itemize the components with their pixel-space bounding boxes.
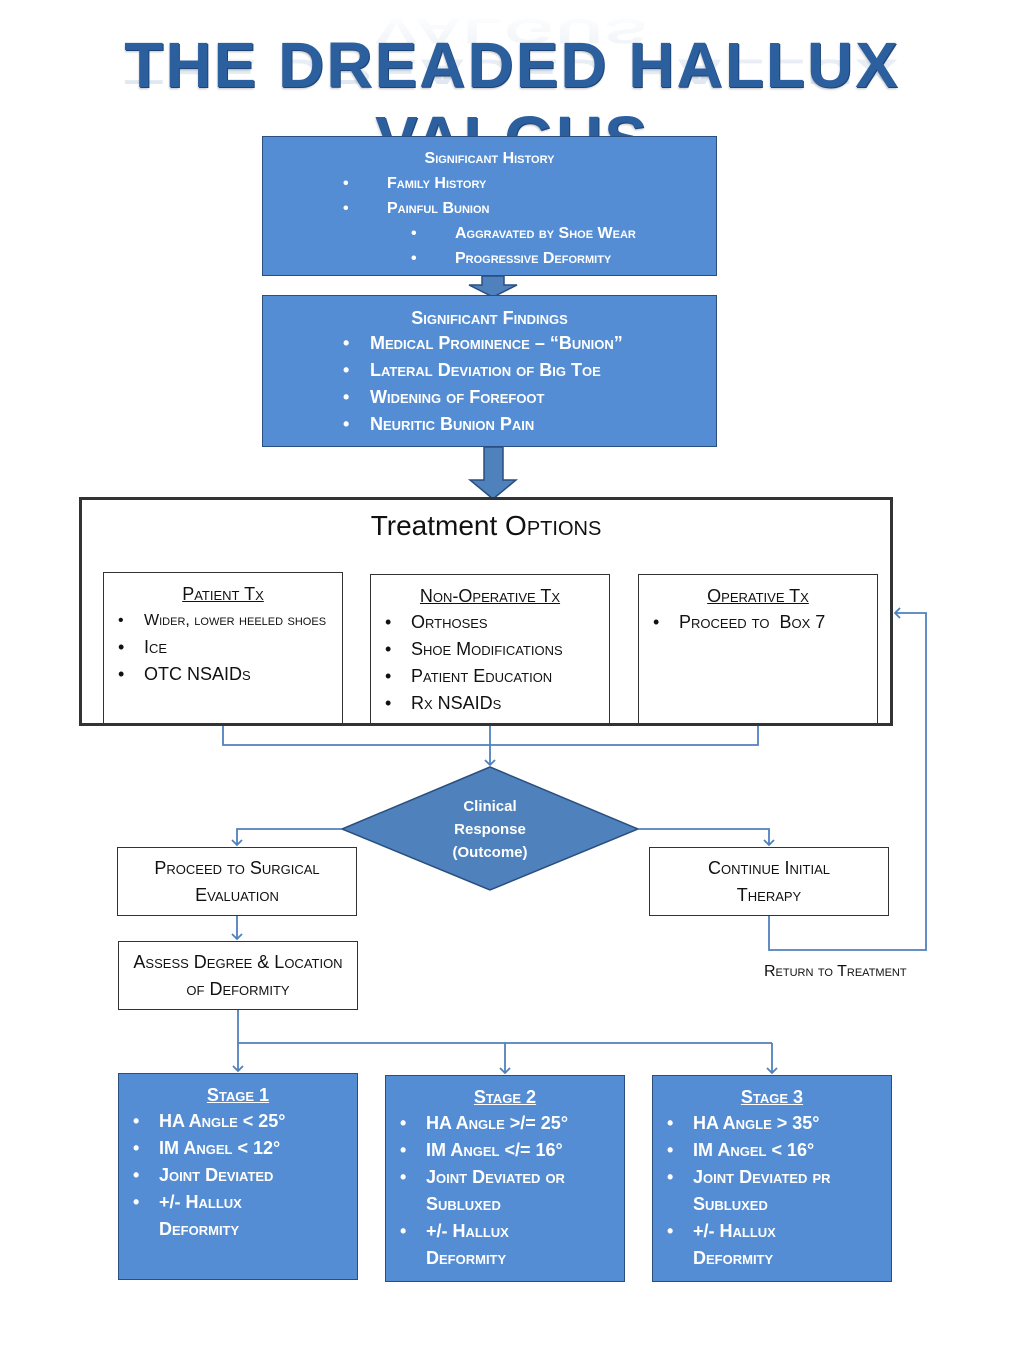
findings-item: Widening of Forefoot [263, 384, 716, 411]
non-operative-tx-box: Non-Operative Tx Orthoses Shoe Modificat… [370, 574, 610, 724]
proceed-to-surgical-evaluation-box: Proceed to Surgical Evaluation [117, 847, 357, 916]
operative-tx-box: Operative Tx Proceed to Box 7 [638, 574, 878, 724]
history-heading: Significant History [424, 150, 555, 167]
return-to-treatment-label: Return to Treatment [764, 963, 907, 980]
non-operative-tx-heading: Non-Operative Tx [419, 586, 561, 606]
patient-tx-item: Ice [104, 634, 342, 661]
clinical-response-line: (Outcome) [452, 844, 528, 861]
connector-decision-continue [638, 828, 775, 847]
connector-return-treatment [768, 607, 927, 951]
stage-heading: Stage 3 [740, 1087, 804, 1107]
stage-2-box: Stage 2 HA Angle >/= 25° IM Angel </= 16… [385, 1075, 625, 1282]
history-item: Family History [263, 171, 716, 196]
continue-therapy-text: Continue Initial Therapy [708, 857, 830, 905]
stage-3-box: Stage 3 HA Angle > 35° IM Angel < 16° Jo… [652, 1075, 892, 1282]
non-operative-tx-item: Rx NSAIDs [371, 690, 609, 717]
stage-1-box: Stage 1 HA Angle < 25° IM Angel < 12° Jo… [118, 1073, 358, 1280]
stage-item: Joint Deviated or Subluxed [386, 1164, 624, 1218]
assess-deformity-text: Assess Degree & Location of Deformity [133, 951, 343, 999]
continue-initial-therapy-box: Continue Initial Therapy [649, 847, 889, 916]
patient-tx-item: OTC NSAIDs [104, 661, 342, 688]
stage-item: HA Angle < 25° [119, 1108, 357, 1135]
stage-item: +/- Hallux Deformity [119, 1189, 357, 1243]
history-subitem: Aggravated by Shoe Wear [263, 221, 716, 246]
findings-item: Neuritic Bunion Pain [263, 411, 716, 438]
stage-item: Joint Deviated pr Subluxed [653, 1164, 891, 1218]
stage-heading: Stage 1 [206, 1085, 270, 1105]
clinical-response-label: Clinical Response (Outcome) [430, 795, 550, 864]
operative-tx-item: Proceed to Box 7 [639, 609, 877, 636]
findings-item: Lateral Deviation of Big Toe [263, 357, 716, 384]
block-arrow-findings-treatment [467, 446, 519, 500]
significant-history-box: Significant History Family History Painf… [262, 136, 717, 276]
stage-item: IM Angel </= 16° [386, 1137, 624, 1164]
block-arrow-history-findings [468, 275, 518, 298]
stage-heading: Stage 2 [473, 1087, 537, 1107]
stage-item: +/- Hallux Deformity [386, 1218, 624, 1272]
findings-heading: Significant Findings [411, 308, 568, 328]
non-operative-tx-item: Shoe Modifications [371, 636, 609, 663]
stage-item: Joint Deviated [119, 1162, 357, 1189]
stage-item: IM Angel < 12° [119, 1135, 357, 1162]
clinical-response-line: Clinical [463, 798, 517, 815]
decision-diamond [340, 766, 640, 891]
connector-assess-bus [237, 1010, 772, 1044]
clinical-response-line: Response [454, 821, 526, 838]
non-operative-tx-item: Orthoses [371, 609, 609, 636]
surgical-evaluation-text: Proceed to Surgical Evaluation [154, 857, 320, 905]
findings-item: Medical Prominence – “Bunion” [263, 330, 716, 357]
operative-tx-heading: Operative Tx [707, 586, 809, 606]
treatment-title-text: Treatment Options [370, 510, 602, 541]
history-subitem: Progressive Deformity [263, 246, 716, 271]
patient-tx-item: Wider, lower heeled shoes [104, 607, 342, 634]
patient-tx-box: Patient Tx Wider, lower heeled shoes Ice… [103, 572, 343, 724]
stage-item: HA Angle >/= 25° [386, 1110, 624, 1137]
stage-item: IM Angel < 16° [653, 1137, 891, 1164]
history-item: Painful Bunion [263, 196, 716, 221]
treatment-options-title: Treatment Options [82, 510, 890, 542]
non-operative-tx-item: Patient Education [371, 663, 609, 690]
assess-deformity-box: Assess Degree & Location of Deformity [118, 941, 358, 1010]
patient-tx-heading: Patient Tx [182, 584, 264, 604]
connector-decision-surgical [231, 828, 342, 847]
significant-findings-box: Significant Findings Medical Prominence … [262, 295, 717, 447]
stage-item: +/- Hallux Deformity [653, 1218, 891, 1272]
stage-item: HA Angle > 35° [653, 1110, 891, 1137]
